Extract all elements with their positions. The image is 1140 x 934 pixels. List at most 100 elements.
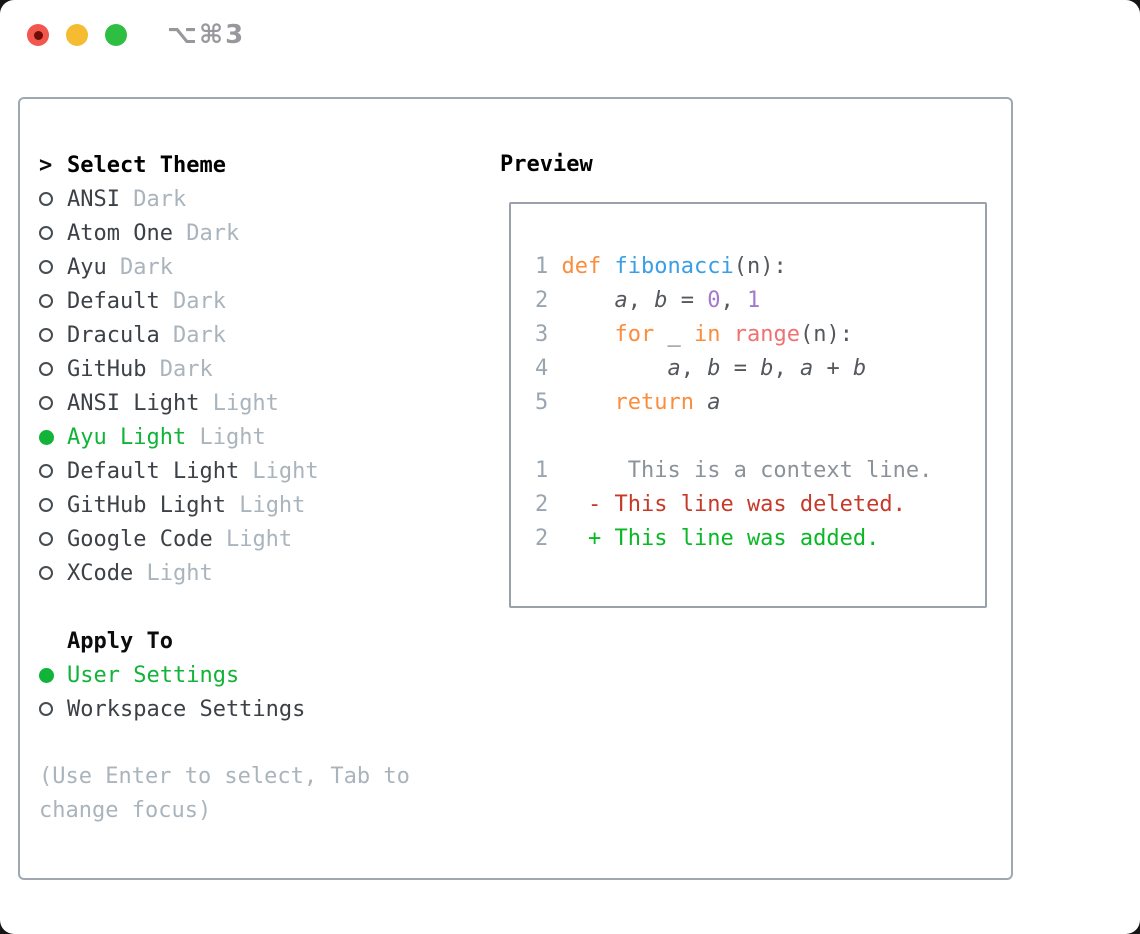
radio-marker [39,532,67,546]
theme-variant-label: Light [133,560,213,586]
theme-variant-label: Dark [159,322,226,348]
theme-name-label: Default Light [67,458,240,484]
theme-option-label: Default Light Light [67,459,319,484]
theme-variant-label: Dark [172,220,240,246]
theme-name-label: GitHub Light [67,492,226,518]
diff-line: 1 This is a context line. [535,458,933,483]
help-text-line: (Use Enter to select, Tab to [39,764,410,789]
radio-unselected-icon [39,294,53,308]
theme-variant-label: Light [186,424,266,450]
radio-marker [39,226,67,240]
close-button[interactable] [27,24,49,46]
radio-unselected-icon [39,498,53,512]
window-title: ⌥⌘3 [167,20,246,50]
theme-option-ayu-light-light[interactable]: Ayu Light Light [39,420,489,454]
radio-marker [39,362,67,376]
preview-title: Preview [500,152,593,177]
radio-unselected-icon [39,192,53,206]
titlebar: ⌥⌘3 [0,0,1140,70]
diff-line: 2 - This line was deleted. [535,492,906,517]
radio-unselected-icon [39,328,53,342]
apply-to-title: Apply To [67,628,173,654]
theme-option-label: Ayu Light Light [67,425,266,450]
code-line: 3 for _ in range(n): [535,322,853,347]
theme-option-ansi-light-light[interactable]: ANSI Light Light [39,386,489,420]
theme-name-label: Google Code [67,526,213,552]
theme-name-label: Ayu Light [67,424,187,450]
theme-option-label: GitHub Light Light [67,493,305,518]
theme-option-label: Dracula Dark [67,323,226,348]
theme-variant-label: Dark [119,186,187,212]
apply-option-user-settings[interactable]: User Settings [39,658,489,692]
theme-option-label: ANSI Light Light [67,391,279,416]
theme-option-github-light-light[interactable]: GitHub Light Light [39,488,489,522]
theme-option-ayu-dark[interactable]: Ayu Dark [39,250,489,284]
radio-unselected-icon [39,396,53,410]
preview-box: 1 def fibonacci(n): 2 a, b = 0, 1 3 for _ … [509,202,987,608]
theme-name-label: GitHub [67,356,147,382]
theme-option-ansi-dark[interactable]: ANSI Dark [39,182,489,216]
theme-option-google-code-light[interactable]: Google Code Light [39,522,489,556]
radio-marker [39,396,67,410]
traffic-lights [27,24,127,46]
code-line: 2 a, b = 0, 1 [535,288,761,313]
radio-marker [39,192,67,206]
radio-unselected-icon [39,464,53,478]
theme-option-label: Default Dark [67,289,226,314]
theme-option-label: ANSI Dark [67,187,186,212]
prompt-icon: > [39,152,53,178]
theme-option-label: XCode Light [67,561,213,586]
radio-unselected-icon [39,260,53,274]
spacer [39,590,489,624]
code-line: 1 def fibonacci(n): [535,254,787,279]
theme-option-default-dark[interactable]: Default Dark [39,284,489,318]
theme-option-atom-one-dark[interactable]: Atom One Dark [39,216,489,250]
radio-unselected-icon [39,566,53,580]
theme-name-label: Atom One [67,220,173,246]
theme-option-label: Ayu Dark [67,255,173,280]
radio-unselected-icon [39,362,53,376]
theme-variant-label: Light [239,458,319,484]
apply-option-workspace-settings[interactable]: Workspace Settings [39,692,489,726]
radio-marker [39,566,67,580]
theme-name-label: ANSI Light [67,390,200,416]
preview-column: Preview 1 def fibonacci(n): 2 a, b = 0, 1… [500,148,987,608]
blank-line [535,420,985,454]
theme-name-label: XCode [67,560,134,586]
radio-marker [39,702,67,716]
radio-unselected-icon [39,226,53,240]
apply-option-label: Workspace Settings [67,696,306,722]
theme-name-label: Default [67,288,160,314]
theme-name-label: Ayu [67,254,107,280]
radio-selected-icon [39,429,54,445]
theme-name-label: Dracula [67,322,160,348]
radio-unselected-icon [39,532,53,546]
code-line: 5 return a [535,390,721,415]
theme-variant-label: Light [212,526,293,552]
theme-variant-label: Dark [159,288,226,314]
diff-line: 2 + This line was added. [535,526,880,551]
theme-variant-label: Light [225,492,306,518]
theme-option-xcode-light[interactable]: XCode Light [39,556,489,590]
radio-marker [39,464,67,478]
zoom-button[interactable] [105,24,127,46]
theme-variant-label: Dark [146,356,213,382]
code-line: 4 a, b = b, a + b [535,356,867,381]
theme-option-default-light-light[interactable]: Default Light Light [39,454,489,488]
theme-option-github-dark[interactable]: GitHub Dark [39,352,489,386]
radio-unselected-icon [39,702,53,716]
theme-variant-label: Dark [106,254,173,280]
radio-selected-icon [39,667,54,683]
apply-to-header: Apply To [39,624,489,658]
unsaved-changes-dot-icon [33,30,43,40]
prompt-marker: > [39,153,67,178]
theme-option-dracula-dark[interactable]: Dracula Dark [39,318,489,352]
theme-name-label: ANSI [67,186,120,212]
minimize-button[interactable] [66,24,88,46]
